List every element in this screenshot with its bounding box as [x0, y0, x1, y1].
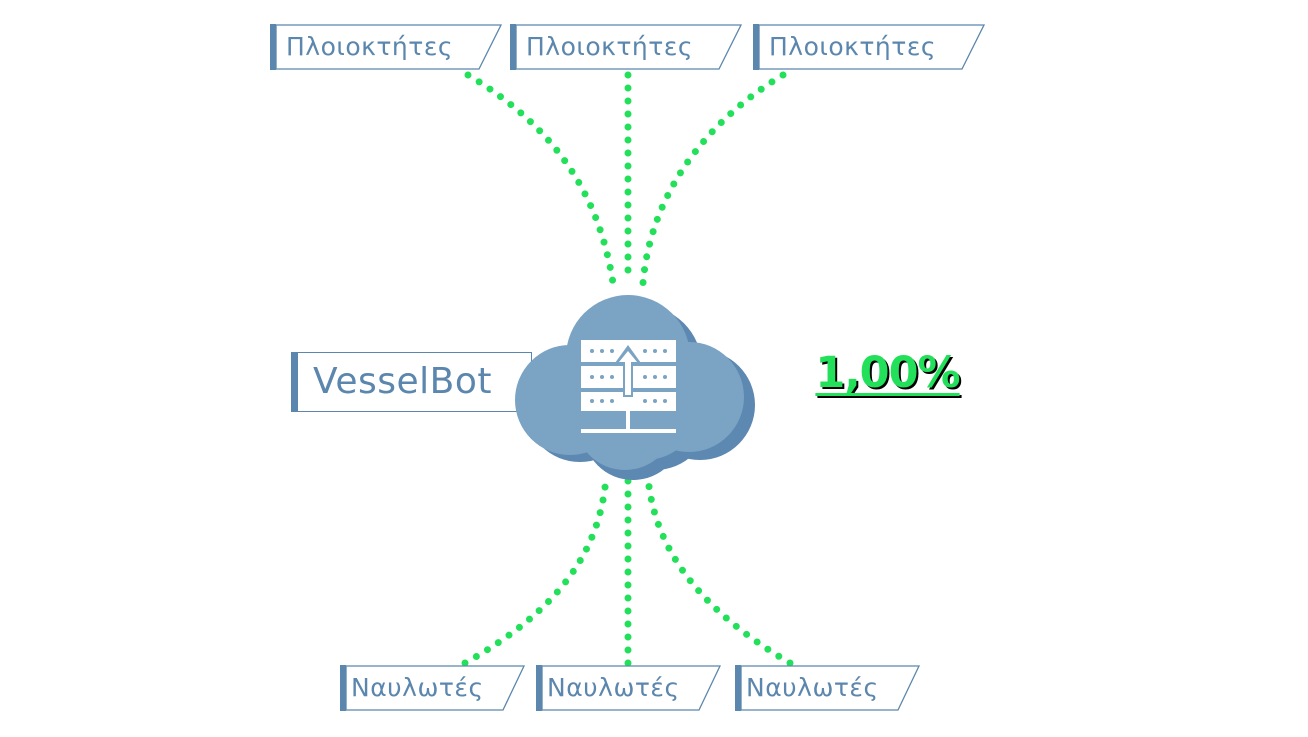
tag-shape: [735, 665, 920, 711]
connector-bottom-left: [461, 474, 610, 667]
connector-top-right: [639, 71, 787, 287]
tag-shape: [270, 24, 502, 70]
tag-shape: [340, 665, 525, 711]
upload-arrow-icon: [615, 345, 641, 397]
bottom-node-charterers-2: Ναυλωτές: [536, 665, 721, 711]
top-node-label: Πλοιοκτήτες: [286, 32, 454, 61]
center-node-label: VesselBot: [313, 361, 492, 402]
top-node-shipowners-3: Πλοιοκτήτες: [753, 24, 985, 70]
tag-shape: [753, 24, 985, 70]
tag-accent-bar: [291, 352, 298, 412]
server-icon: [581, 340, 676, 433]
bottom-node-charterers-3: Ναυλωτές: [735, 665, 920, 711]
connector-bottom-right: [644, 474, 794, 667]
top-node-label: Πλοιοκτήτες: [526, 32, 694, 61]
connector-top-left: [464, 71, 617, 287]
percentage-value: 1,00%: [815, 348, 960, 398]
bottom-node-label: Ναυλωτές: [746, 673, 879, 702]
cloud-server-upload-icon: [515, 295, 755, 480]
top-node-label: Πλοιοκτήτες: [769, 32, 937, 61]
center-node-vesselbot: VesselBot: [291, 352, 532, 412]
bottom-node-charterers-1: Ναυλωτές: [340, 665, 525, 711]
top-node-shipowners-1: Πλοιοκτήτες: [270, 24, 502, 70]
bottom-node-label: Ναυλωτές: [351, 673, 484, 702]
bottom-node-label: Ναυλωτές: [547, 673, 680, 702]
tag-shape: [536, 665, 721, 711]
top-node-shipowners-2: Πλοιοκτήτες: [510, 24, 742, 70]
tag-shape: [510, 24, 742, 70]
